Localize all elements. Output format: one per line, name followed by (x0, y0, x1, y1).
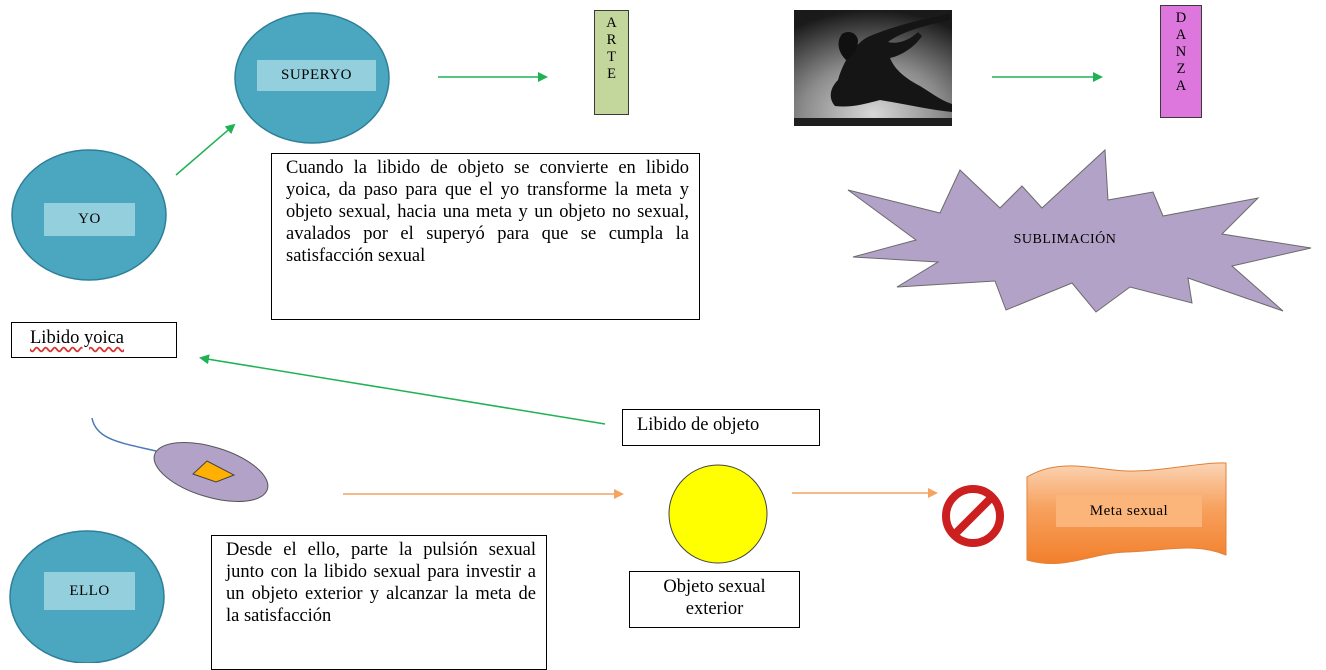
meta-sexual-label: Meta sexual (1056, 495, 1202, 527)
objeto-sexual-box: Objeto sexual exterior (629, 571, 800, 628)
danza-letter: D (1175, 10, 1187, 26)
superyo-explanation-box: Cuando la libido de objeto se convierte … (271, 153, 700, 320)
yo-label: YO (44, 203, 135, 236)
arte-letter: R (606, 32, 617, 48)
sperm-tail (91, 417, 157, 452)
prohibited-icon (942, 485, 1004, 547)
danza-letter: N (1175, 44, 1187, 60)
libido-objeto-box: Libido de objeto (622, 409, 820, 446)
sublimacion-label: SUBLIMACIÓN (1013, 232, 1117, 247)
libido-yoica-label: Libido yoica (30, 328, 125, 348)
danza-letter: A (1175, 78, 1187, 94)
ello-label: ELLO (44, 572, 135, 610)
libido-objeto-label: Libido de objeto (637, 415, 760, 435)
arte-box: A R T E (594, 10, 629, 115)
danza-letter: A (1175, 27, 1187, 43)
sublimacion-star (847, 148, 1312, 313)
danza-box: D A N Z A (1160, 5, 1202, 118)
dancer-photo (794, 10, 952, 126)
arte-letter: A (606, 15, 617, 31)
danza-letter: Z (1176, 61, 1186, 77)
libido-yoica-box: Libido yoica (11, 322, 177, 358)
arrow-yo-to-superyo (175, 123, 236, 176)
superyo-label: SUPERYO (257, 60, 376, 91)
arte-letter: E (607, 66, 616, 82)
arrow-objeto-to-yoica (199, 354, 606, 425)
ello-explanation-box: Desde el ello, parte la pulsión sexual j… (211, 535, 547, 670)
objeto-sexual-circle (668, 464, 768, 564)
sperm-nucleus (192, 460, 236, 483)
arte-letter: T (607, 49, 616, 65)
